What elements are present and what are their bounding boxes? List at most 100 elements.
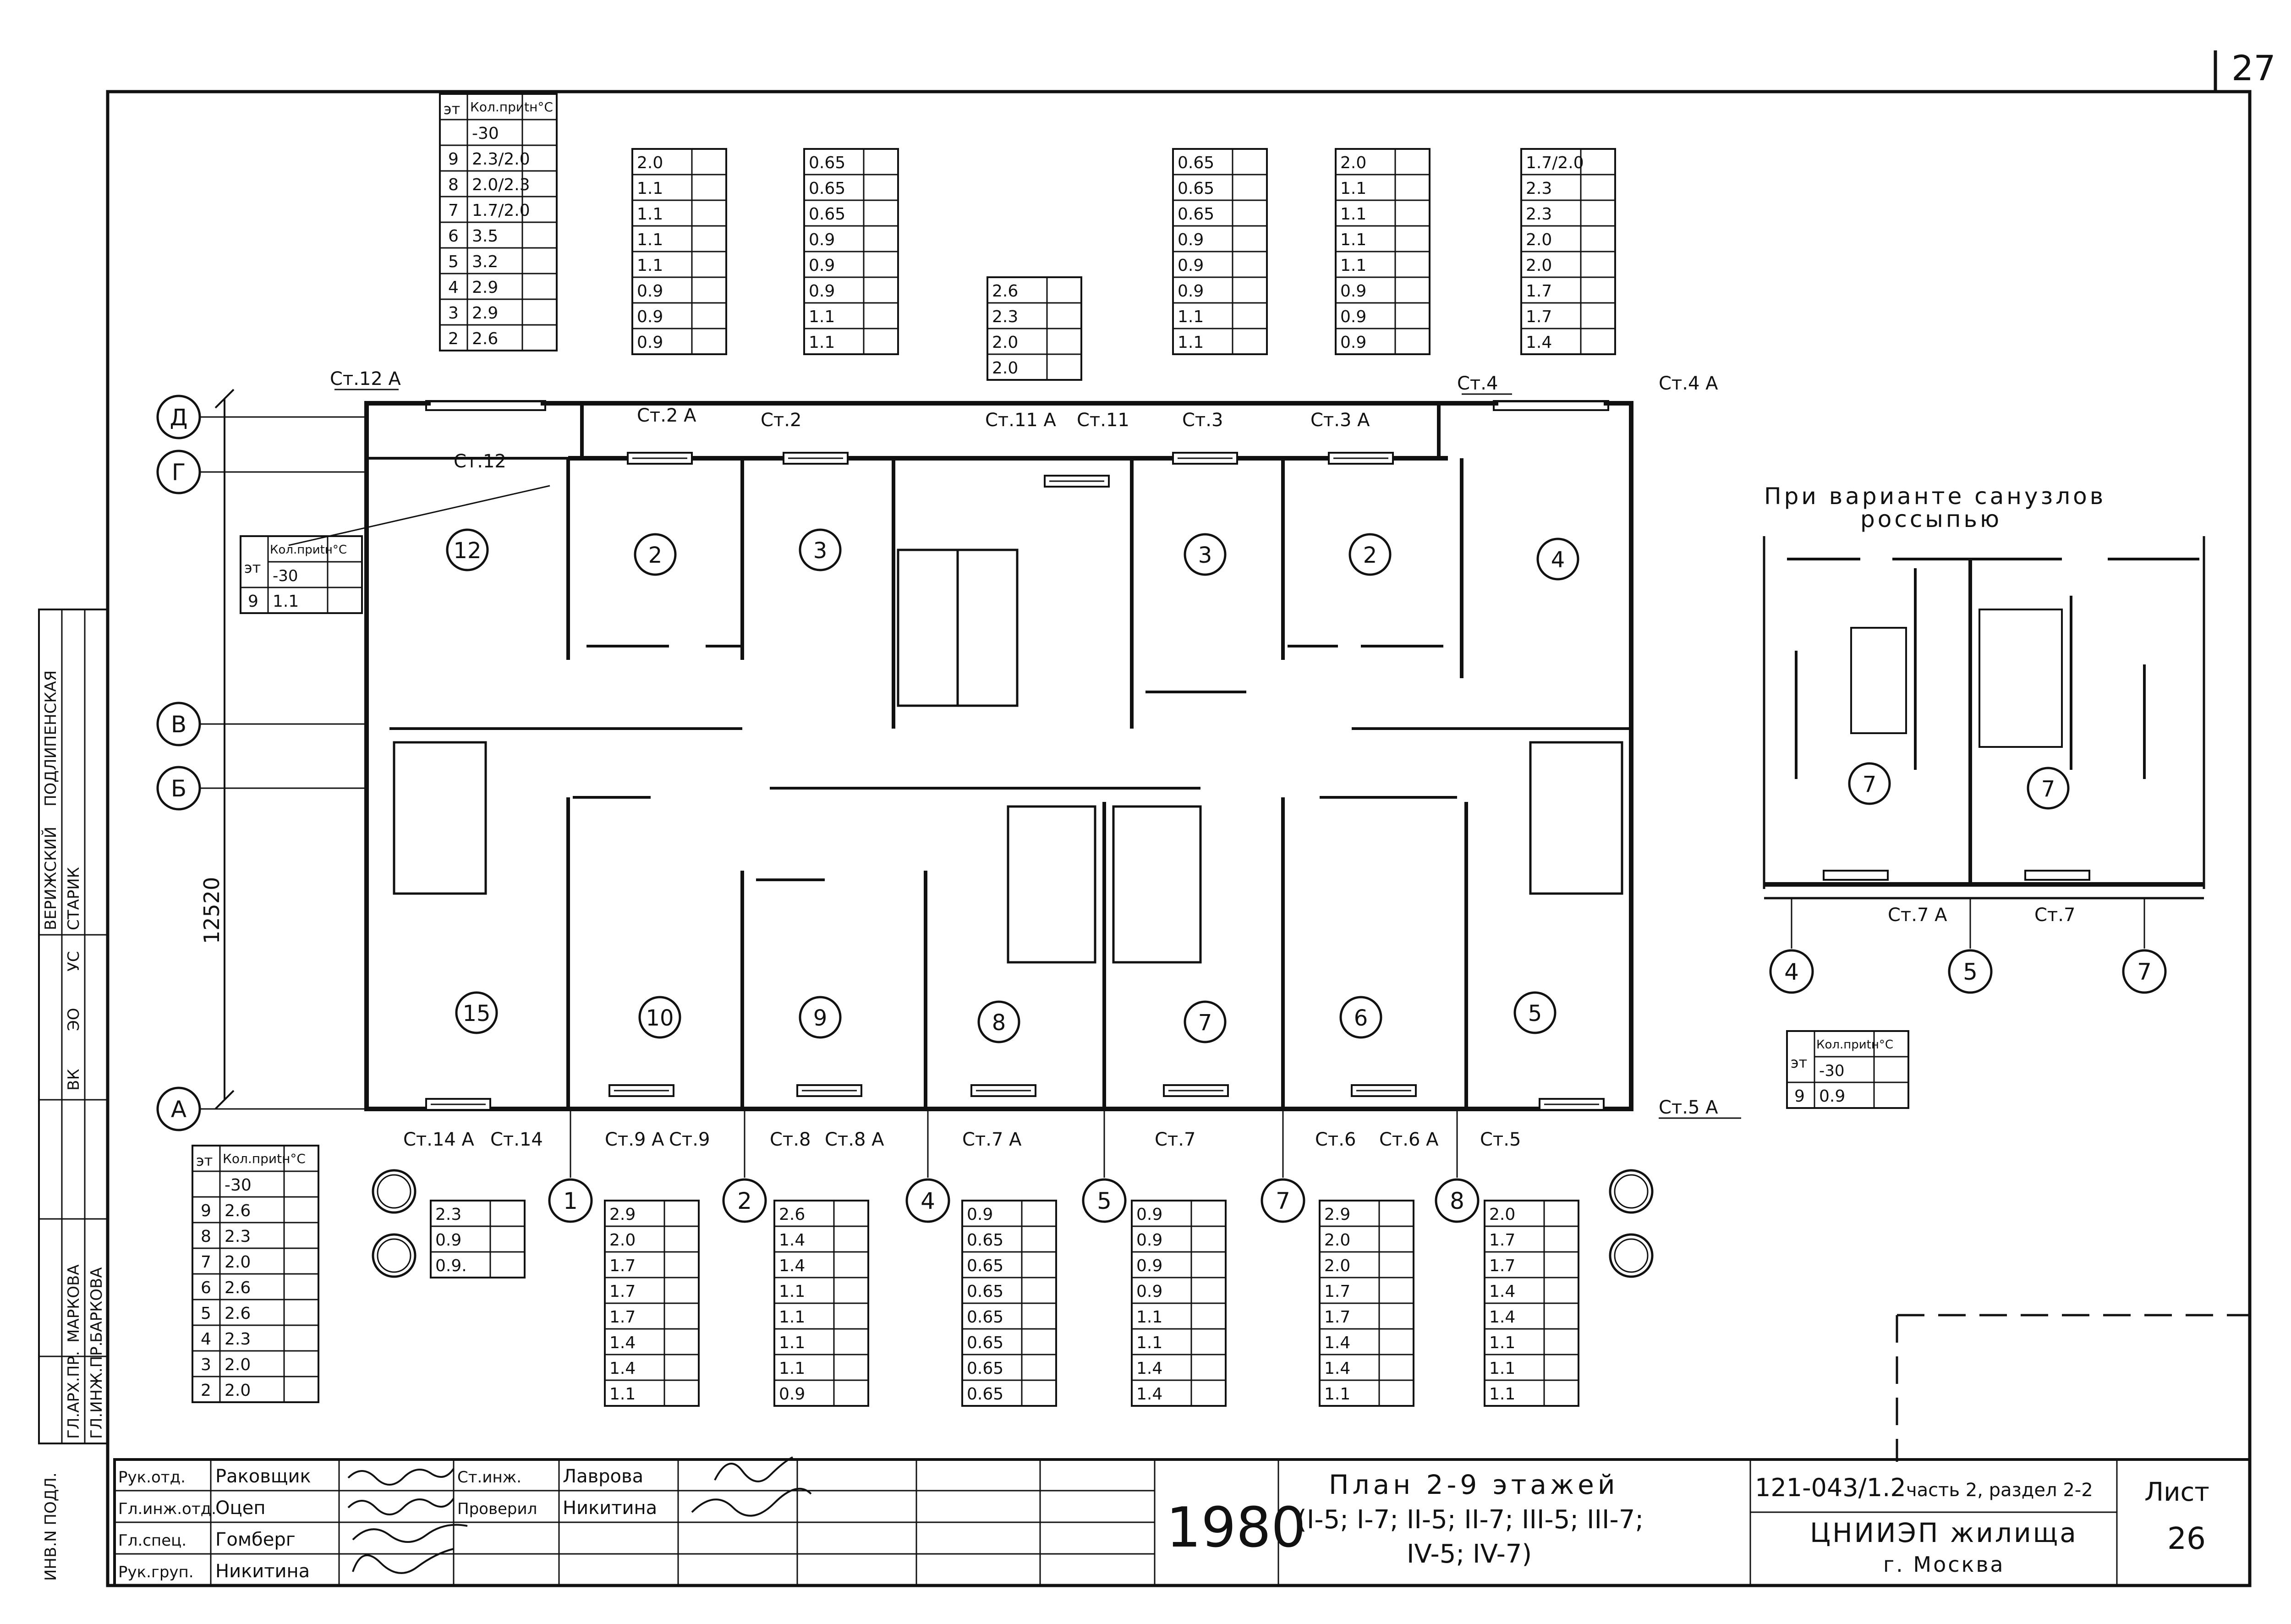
variant-room-number: 7 xyxy=(2041,776,2055,802)
table-value: 1.7/2.0 xyxy=(1526,154,1584,172)
riser-label: Ст.3 А xyxy=(1310,410,1370,431)
load-table-t3: 0.650.650.650.90.90.91.11.1 xyxy=(1172,148,1268,355)
table-value: 0.9 xyxy=(779,1385,805,1404)
table-value: 1.4 xyxy=(1136,1359,1162,1378)
axis-marker xyxy=(1261,1178,1305,1223)
table-value: 1.1 xyxy=(637,205,663,224)
side-stamp-label: МАРКОВА xyxy=(65,1264,83,1343)
axis-letter: В xyxy=(171,711,186,738)
table-floor: 6 xyxy=(201,1278,211,1297)
table-value: 0.65 xyxy=(967,1333,1003,1352)
table-value: 1.4 xyxy=(609,1359,636,1378)
table-value: 0.65 xyxy=(967,1282,1003,1301)
variant-axis-number: 7 xyxy=(2137,959,2152,985)
side-stamp-code: УС xyxy=(65,951,83,971)
table-value: 1.1 xyxy=(1489,1333,1515,1352)
title-line-1: План 2-9 этажей xyxy=(1329,1469,1619,1500)
tb-role: Гл.инж.отд. xyxy=(118,1500,216,1518)
load-table-t7a: 0.90.650.650.650.650.650.650.65 xyxy=(961,1200,1057,1407)
tb-name: Гомберг xyxy=(215,1529,296,1550)
table-value: 0.9 xyxy=(1178,256,1204,275)
table-value: 0.9 xyxy=(637,307,663,326)
load-table-t8: 2.61.41.41.11.11.11.10.9 xyxy=(773,1200,869,1407)
side-stamp-code: ВК xyxy=(65,1069,83,1091)
table-value: 0.65 xyxy=(1178,179,1214,198)
tb-role: Гл.спец. xyxy=(118,1531,186,1550)
table-header-qty: Кол.приtн°С xyxy=(1816,1038,1893,1052)
table-value: 2.0 xyxy=(609,1231,636,1250)
riser-label: Ст.6 А xyxy=(1379,1129,1439,1150)
variant-title-1: При варианте санузлов xyxy=(1764,483,2106,510)
table-value: 1.1 xyxy=(779,1282,805,1301)
table-value: 2.0 xyxy=(225,1253,251,1272)
riser-label: Ст.3 xyxy=(1182,410,1223,431)
table-value: 1.1 xyxy=(609,1385,636,1404)
table-value: 1.4 xyxy=(1324,1359,1350,1378)
table-value: 1.1 xyxy=(779,1308,805,1327)
title-line-3: IV-5; IV-7) xyxy=(1407,1539,1532,1569)
project-part: часть 2, раздел 2-2 xyxy=(1906,1480,2093,1501)
table-value: 0.9. xyxy=(435,1256,467,1275)
table-value: 0.9 xyxy=(1340,282,1366,301)
table-floor: 2 xyxy=(448,329,459,348)
side-stamp-label: ГЛ.АРХ.ПР. xyxy=(65,1351,83,1439)
table-value: 0.9 xyxy=(1819,1087,1845,1106)
table-value: 0.9 xyxy=(435,1231,461,1250)
table-value: 2.0 xyxy=(1340,154,1366,172)
table-floor: 9 xyxy=(1794,1087,1805,1106)
variant-axis-number: 5 xyxy=(1963,959,1978,985)
table-value: 1.1 xyxy=(779,1359,805,1378)
table-value: 0.65 xyxy=(1178,205,1214,224)
table-value: 1.4 xyxy=(609,1333,636,1352)
table-value: 1.4 xyxy=(1324,1333,1350,1352)
tb-role: Рук.отд. xyxy=(118,1468,186,1487)
riser-label: Ст.8 А xyxy=(825,1129,884,1150)
table-value: 0.9 xyxy=(1178,282,1204,301)
room-number: 15 xyxy=(462,1001,490,1026)
axis-number: 5 xyxy=(1097,1188,1112,1214)
table-floor: 4 xyxy=(201,1330,211,1349)
axis-number: 7 xyxy=(1276,1188,1290,1214)
table-value: 2.3 xyxy=(225,1330,251,1349)
axis-letter: Г xyxy=(172,459,186,486)
room-number: 6 xyxy=(1354,1005,1368,1031)
table-value: 1.1 xyxy=(1324,1385,1350,1404)
room-number: 2 xyxy=(1363,543,1377,568)
riser-label: Ст.9 А xyxy=(605,1129,664,1150)
table-floor: 8 xyxy=(448,176,459,194)
table-value: 0.65 xyxy=(967,1359,1003,1378)
axis-marker xyxy=(722,1178,767,1223)
table-value: 1.7 xyxy=(1324,1282,1350,1301)
load-table-t14b: 2.30.90.9. xyxy=(430,1200,526,1278)
table-floor: 5 xyxy=(201,1304,211,1323)
table-floor: 3 xyxy=(201,1355,211,1374)
table-value: 1.1 xyxy=(1489,1359,1515,1378)
load-table-t6: 2.92.02.01.71.71.41.41.1 xyxy=(1319,1200,1414,1407)
table-value: 0.9 xyxy=(1136,1256,1162,1275)
table-value: 0.65 xyxy=(809,154,845,172)
table-value: 2.3/2.0 xyxy=(472,150,530,169)
riser-label: Ст.11 xyxy=(1077,410,1129,431)
room-marker xyxy=(1184,1000,1227,1043)
side-stamp-label: ВЕРИЖСКИЙ xyxy=(41,827,60,930)
table-value: 2.9 xyxy=(472,278,498,297)
table-value: 0.9 xyxy=(637,282,663,301)
side-stamp-label: ПОДЛИПЕНСКАЯ xyxy=(42,670,60,807)
room-marker xyxy=(1339,996,1382,1039)
axis-marker xyxy=(905,1178,950,1223)
table-header-temp: -30 xyxy=(472,124,499,143)
table-header-qty: Кол.приtн°С xyxy=(270,543,347,557)
room-number: 7 xyxy=(1198,1010,1212,1036)
table-value: 3.2 xyxy=(472,252,498,271)
table-value: 2.6 xyxy=(992,282,1018,301)
table-value: 0.9 xyxy=(1136,1205,1162,1224)
room-marker xyxy=(1184,533,1227,576)
variant-room-number: 7 xyxy=(1863,772,1877,797)
table-value: 1.7 xyxy=(1324,1308,1350,1327)
table-value: 2.6 xyxy=(225,1304,251,1323)
